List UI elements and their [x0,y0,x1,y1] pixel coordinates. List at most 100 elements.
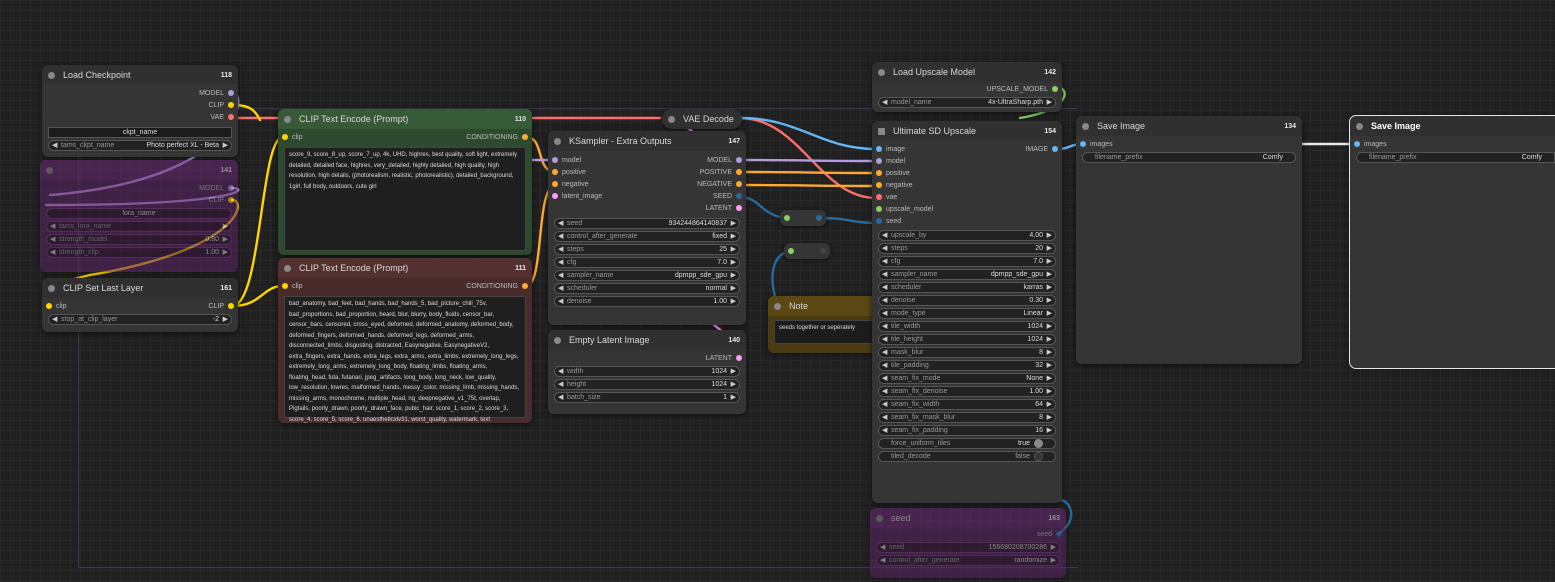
node-header[interactable]: Save Image [1350,116,1555,136]
arrow-right-icon[interactable]: ▶ [730,381,736,388]
output-clip[interactable]: CLIP [42,99,238,111]
arrow-left-icon[interactable]: ◀ [882,99,888,106]
arrow-left-icon[interactable]: ◀ [882,271,888,278]
arrow-left-icon[interactable]: ◀ [882,323,888,330]
stop-at-clip-layer-widget[interactable]: ◀stop_at_clip_layer-2▶ [48,314,232,325]
arrow-left-icon[interactable]: ◀ [882,427,888,434]
usd-input-upscale-model[interactable]: upscale_model [872,203,1062,215]
clip-input-socket-icon[interactable] [282,283,288,289]
arrow-left-icon[interactable]: ◀ [882,310,888,317]
node-header[interactable]: Note [768,296,898,316]
negative-prompt-textarea[interactable]: bad_anatomy, bad_feet, bad_hands, bad_ha… [284,296,526,423]
node-header[interactable]: VAE Decode [662,109,742,129]
clip-socket-icon[interactable] [228,197,234,203]
conditioning-output-socket-icon[interactable] [522,283,528,289]
usd-input-positive[interactable]: positive [872,167,1062,179]
lora-name-label[interactable]: lora_name [46,208,232,219]
arrow-right-icon[interactable]: ▶ [1046,99,1052,106]
usd-input-vae[interactable]: vae [872,191,1062,203]
arrow-left-icon[interactable]: ◀ [882,362,888,369]
images-input-row[interactable]: images [1076,138,1302,150]
positive-input-socket-icon[interactable] [876,170,882,176]
node-header[interactable]: Ultimate SD Upscale 154 [872,121,1062,141]
arrow-right-icon[interactable]: ▶ [1046,310,1052,317]
lora-loader-node[interactable]: 141 MODEL CLIP lora_name ◀tams_lora_name… [40,160,238,272]
arrow-left-icon[interactable]: ◀ [882,375,888,382]
arrow-right-icon[interactable]: ▶ [730,394,736,401]
negative-input-socket-icon[interactable] [552,181,558,187]
ksampler-row-negative[interactable]: negative NEGATIVE [548,178,746,190]
arrow-left-icon[interactable]: ◀ [558,233,564,240]
seed-output-row[interactable]: seed [870,528,1066,540]
reroute-input-icon[interactable] [788,248,794,254]
clip-io-row[interactable]: clip CLIP [42,300,238,312]
seed-reroute[interactable] [780,210,826,226]
images-input-row[interactable]: images [1350,138,1555,150]
arrow-right-icon[interactable]: ▶ [1046,401,1052,408]
seed-output-socket-icon[interactable] [736,193,742,199]
arrow-right-icon[interactable]: ▶ [1046,284,1052,291]
upscale-model-output-row[interactable]: UPSCALE_MODEL [872,83,1062,95]
vae-input-socket-icon[interactable] [876,194,882,200]
arrow-left-icon[interactable]: ◀ [882,232,888,239]
node-header[interactable]: Load Upscale Model 142 [872,62,1062,82]
model-socket-icon[interactable] [228,185,234,191]
lora-name-combo[interactable]: ◀tams_lora_name▶ [46,221,232,232]
collapse-dot-icon[interactable] [878,68,885,76]
arrow-left-icon[interactable]: ◀ [882,284,888,291]
ksampler-node[interactable]: KSampler - Extra Outputs 147 model MODEL… [548,131,746,325]
node-header[interactable]: KSampler - Extra Outputs 147 [548,131,746,151]
arrow-right-icon[interactable]: ▶ [222,223,228,230]
arrow-left-icon[interactable]: ◀ [50,236,56,243]
model-output-socket-icon[interactable] [736,157,742,163]
arrow-right-icon[interactable]: ▶ [1046,388,1052,395]
latent-output-socket-icon[interactable] [736,205,742,211]
arrow-right-icon[interactable]: ▶ [222,316,228,323]
load-checkpoint-node[interactable]: Load Checkpoint 118 MODEL CLIP VAE ckpt_… [42,65,238,157]
node-header[interactable]: Save Image 134 [1076,116,1302,136]
ksampler-row-positive[interactable]: positive POSITIVE [548,166,746,178]
toggle-on-icon[interactable] [1034,439,1043,448]
arrow-right-icon[interactable]: ▶ [1046,362,1052,369]
arrow-right-icon[interactable]: ▶ [730,298,736,305]
seed-reroute-2[interactable] [784,243,830,259]
arrow-left-icon[interactable]: ◀ [558,394,564,401]
collapse-dot-icon[interactable] [48,284,55,292]
arrow-right-icon[interactable]: ▶ [1046,427,1052,434]
arrow-right-icon[interactable]: ▶ [730,368,736,375]
output-model[interactable]: MODEL [42,87,238,99]
arrow-left-icon[interactable]: ◀ [882,349,888,356]
arrow-left-icon[interactable]: ◀ [558,272,564,279]
collapse-dot-icon[interactable] [554,336,561,344]
collapse-dot-icon[interactable] [284,264,291,272]
reroute-input-icon[interactable] [784,215,790,221]
arrow-left-icon[interactable]: ◀ [50,249,56,256]
clip-output-socket-icon[interactable] [228,303,234,309]
arrow-right-icon[interactable]: ▶ [730,220,736,227]
images-input-socket-icon[interactable] [1354,141,1360,147]
arrow-right-icon[interactable]: ▶ [730,246,736,253]
arrow-left-icon[interactable]: ◀ [882,401,888,408]
node-header[interactable]: CLIP Text Encode (Prompt) 110 [278,109,532,129]
upscale-model-socket-icon[interactable] [1052,86,1058,92]
model-input-socket-icon[interactable] [552,157,558,163]
